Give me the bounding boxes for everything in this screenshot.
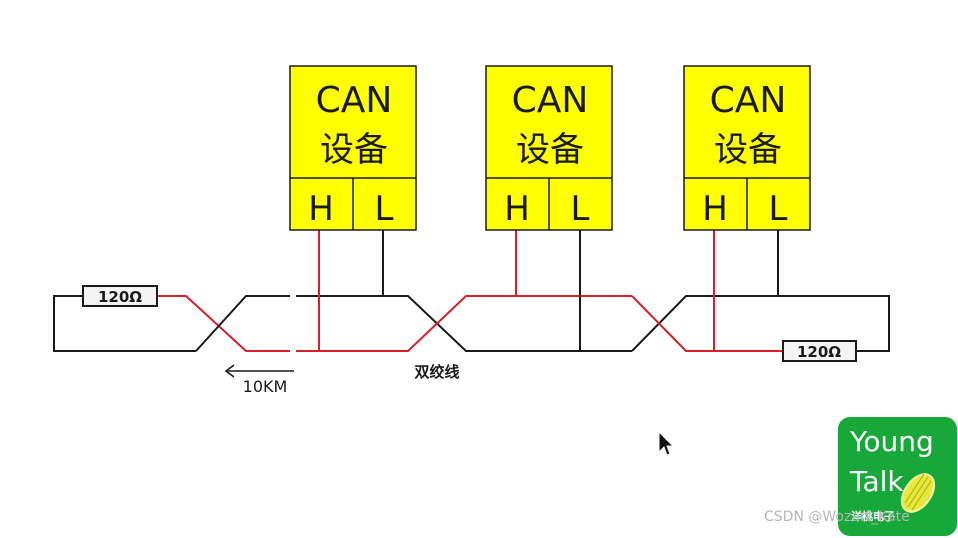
logo-line-1: Young — [850, 425, 934, 458]
can-device-3-pin-h: H — [702, 189, 728, 229]
can-device-2-pin-l: L — [571, 189, 590, 229]
carambola-icon — [900, 473, 936, 513]
can-device-3-title: CAN — [710, 80, 787, 121]
can-device-3-subtitle: 设备 — [714, 130, 782, 170]
wire-seg-2-red — [296, 295, 632, 352]
can-device-1-pin-l: L — [375, 189, 394, 229]
logo-cn-text: 洋桃电子 — [851, 510, 895, 523]
left-terminator-wire — [53, 295, 196, 352]
resistor-right-label: 120Ω — [797, 343, 841, 361]
resistor-left-label: 120Ω — [98, 288, 142, 306]
can-device-1-title: CAN — [316, 80, 393, 121]
wire-seg-3-black — [631, 295, 890, 352]
can-device-2-pin-h: H — [504, 189, 530, 229]
can-device-3-pin-l: L — [769, 189, 788, 229]
resistor-right: 120Ω — [782, 340, 857, 362]
cable-label: 双绞线 — [414, 363, 459, 381]
distance-arrow — [224, 364, 294, 378]
can-device-3: CAN 设备 H L — [683, 65, 811, 231]
distance-label: 10KM — [243, 377, 288, 396]
can-device-1-pin-h: H — [308, 189, 334, 229]
wire-seg-3-red — [631, 295, 783, 352]
wire-cross-1-black — [195, 295, 285, 352]
can-device-2: CAN 设备 H L — [485, 65, 613, 231]
young-talk-logo: Young Talk 洋桃电子 — [838, 417, 957, 536]
can-device-2-subtitle: 设备 — [516, 130, 584, 170]
wire-seg-2-black — [296, 295, 632, 352]
can-device-1-subtitle: 设备 — [320, 130, 388, 170]
can-device-2-title: CAN — [512, 80, 589, 121]
resistor-left: 120Ω — [82, 285, 158, 307]
watermark: CSDN @Wozart_Kate — [764, 509, 910, 525]
can-device-1: CAN 设备 H L — [289, 65, 417, 231]
logo-line-2: Talk — [850, 465, 904, 498]
mouse-cursor-icon — [658, 430, 675, 456]
